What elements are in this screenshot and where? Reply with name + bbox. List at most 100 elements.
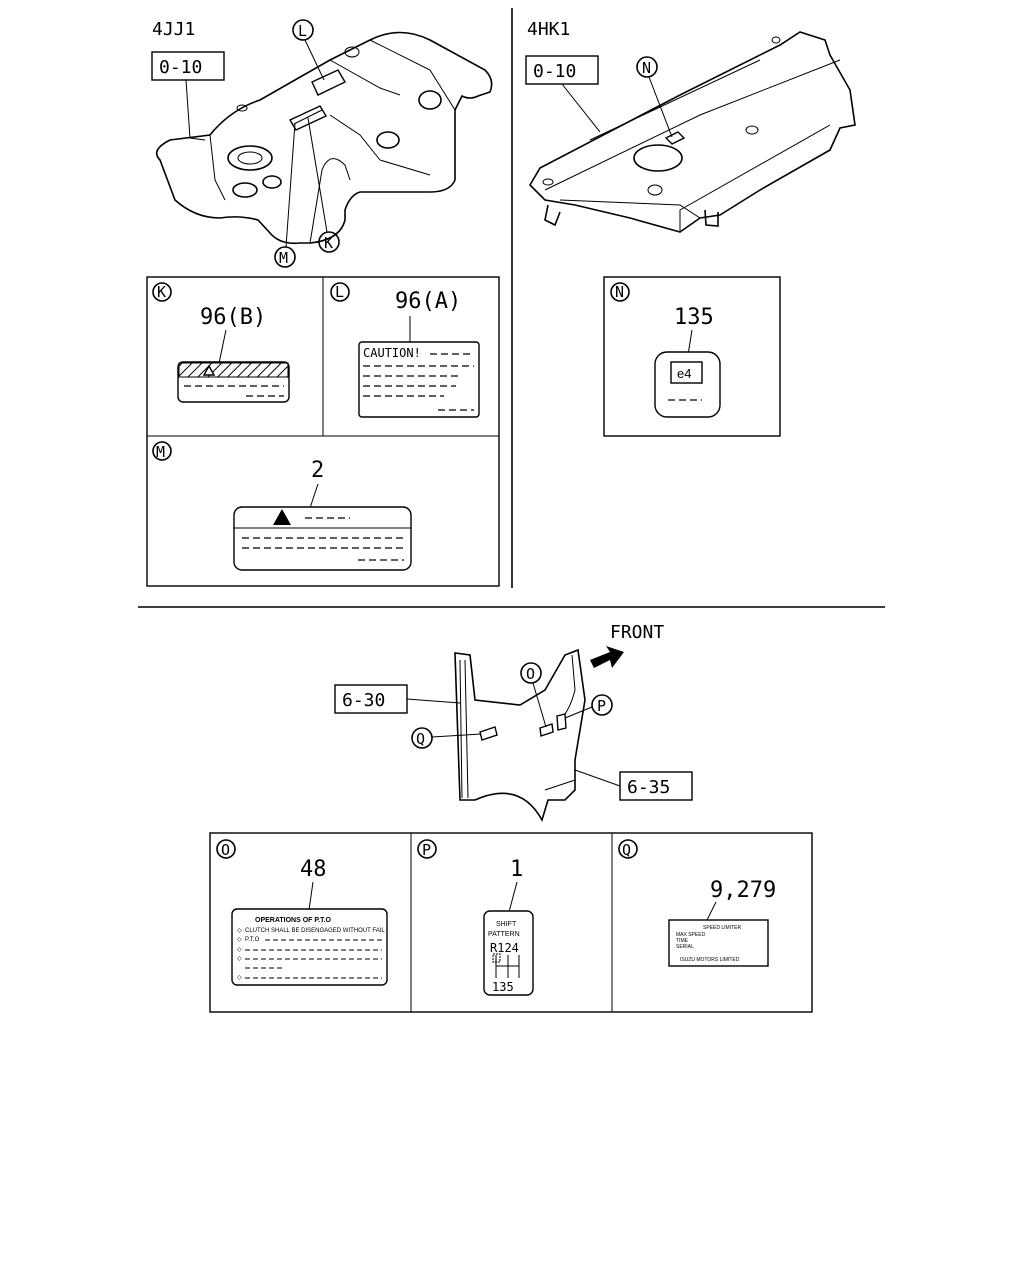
callout-P-lower-circle[interactable]	[591, 694, 613, 716]
label-L-on-cover[interactable]	[311, 69, 346, 96]
cell-L-part[interactable]: 96(A)	[395, 289, 461, 314]
label-M-on-cover	[293, 109, 323, 125]
cover-4hk1-hole-5	[771, 36, 781, 44]
callout-O-lower-circle[interactable]	[520, 662, 542, 684]
cell-N-circle	[610, 282, 630, 302]
cover-4hk1-ridge-1	[544, 59, 841, 191]
leader-6-30	[406, 698, 461, 704]
engine-4jj1-name: 4JJ1	[152, 19, 195, 40]
cell-M-circle	[152, 441, 172, 461]
cover-4hk1-foot-1	[544, 204, 561, 227]
callout-M-upper[interactable]: M	[279, 249, 288, 267]
cover-4hk1-hole-2	[647, 184, 663, 196]
callout-P-lower[interactable]: P	[597, 697, 606, 715]
cell-P-leader	[508, 881, 518, 913]
cell-P-part[interactable]: 1	[510, 857, 523, 882]
label-9279-l3: TIME	[676, 938, 689, 944]
cover-hole-7	[236, 104, 248, 112]
cell-N-part[interactable]: 135	[674, 305, 714, 330]
cell-K-part[interactable]: 96(B)	[200, 305, 266, 330]
callout-K-upper[interactable]: K	[324, 234, 333, 252]
label-48-sticker	[231, 908, 388, 986]
cover-hole-1-inner	[237, 151, 263, 165]
cover-4hk1-ridge-4	[589, 59, 761, 141]
label-48-line2: P.T.O	[245, 937, 260, 943]
cab-panel-outline	[454, 648, 586, 823]
label-table-klm: K 96(B) L 96(A) CAUTION! M 2	[146, 276, 500, 587]
cover-hole-5	[418, 90, 442, 110]
callout-N-upper[interactable]: N	[642, 59, 651, 77]
label-135-mark-box	[670, 361, 703, 384]
cell-O-part[interactable]: 48	[300, 857, 327, 882]
engine-4hk1-cover	[528, 31, 856, 233]
cell-Q-circle	[618, 839, 638, 859]
leader-N	[648, 76, 673, 138]
ref-6-35[interactable]: 6-35	[627, 777, 670, 798]
cab-panel-edge-1	[459, 659, 463, 799]
cover-ridge-2	[329, 59, 401, 96]
engine-4hk1-group: 4HK1 0-10 N	[525, 19, 856, 233]
front-label: FRONT	[610, 622, 664, 643]
warning-triangle-icon	[202, 364, 216, 376]
cell-M-part[interactable]: 2	[311, 458, 324, 483]
cell-L-letter: L	[335, 283, 344, 301]
cell-Q-letter: Q	[622, 841, 631, 859]
callout-Q-lower-circle[interactable]	[411, 727, 433, 749]
shift-pattern-icon	[495, 955, 520, 978]
label-9279-l4: SERIAL	[676, 944, 694, 950]
cell-O-letter: O	[221, 841, 230, 859]
label-9279-sticker	[668, 919, 769, 967]
table-opq-frame	[209, 832, 813, 1013]
label-table-opq: O 48 OPERATIONS OF P.T.O CLUTCH SHALL BE…	[209, 832, 813, 1013]
cell-O-circle	[216, 839, 236, 859]
cover-ridge-5	[329, 114, 431, 176]
ref-box-6-35[interactable]	[619, 771, 693, 801]
cab-panel-edge-2	[464, 659, 469, 799]
warning-triangle-filled-icon	[273, 509, 291, 525]
callout-L-upper[interactable]: L	[298, 22, 307, 40]
label-48-bullet-3: ◇	[237, 947, 242, 953]
label-1-bottom: 135	[492, 980, 514, 994]
label-96A-caution: CAUTION!	[363, 346, 421, 360]
label-1-title2: PATTERN	[488, 931, 520, 938]
cover-4hk1-hole-3	[745, 125, 759, 135]
label-9279-l1: SPEED LIMITER	[703, 925, 741, 931]
cover-hole-2	[232, 182, 258, 198]
label-48-bullet-2: ◇	[237, 937, 242, 943]
cover-hole-6	[344, 46, 360, 58]
cover-hole-1	[227, 145, 273, 171]
label-N-on-cover[interactable]	[664, 131, 686, 145]
callout-Q-lower[interactable]: Q	[416, 730, 425, 748]
ref-0-10-right[interactable]: 0-10	[533, 61, 576, 82]
cell-M-leader	[309, 483, 319, 509]
label-48-bullet-4: ◇	[237, 956, 242, 962]
callout-K-upper-circle[interactable]	[318, 231, 340, 253]
ref-0-10-left[interactable]: 0-10	[159, 57, 202, 78]
callout-L-upper-circle[interactable]	[292, 19, 314, 41]
label-1-top: R124	[490, 941, 519, 955]
cell-K-letter: K	[157, 283, 166, 301]
cover-4hk1-ridge-2	[559, 199, 701, 219]
cover-hole-4	[376, 131, 400, 149]
cell-Q-part[interactable]: 9,279	[710, 878, 776, 903]
label-O-on-panel[interactable]	[539, 723, 554, 737]
cell-O-leader	[308, 881, 314, 911]
engine-4jj1-cover	[155, 31, 493, 245]
engine-4hk1-name: 4HK1	[527, 19, 570, 40]
cell-N-letter: N	[615, 283, 624, 301]
callout-M-upper-circle[interactable]	[274, 246, 296, 268]
ref-box-6-30[interactable]	[334, 684, 408, 714]
callout-O-lower[interactable]: O	[526, 665, 535, 683]
label-Q-on-panel[interactable]	[479, 726, 498, 741]
label-48-bullet-1: ◇	[237, 928, 242, 934]
cover-ridge-4	[209, 134, 226, 201]
label-P-on-panel[interactable]	[556, 713, 567, 731]
label-1-title1: SHIFT	[496, 921, 517, 928]
cab-panel-edge-3	[559, 654, 576, 721]
label-96B-hatch-band	[178, 362, 289, 378]
label-9279-l5: ISUZU MOTORS LIMITED	[680, 957, 740, 963]
callout-N-upper-circle[interactable]	[636, 56, 658, 78]
ref-box-0-10-left[interactable]	[151, 51, 225, 81]
label-table-n: N 135 e4	[603, 276, 781, 437]
ref-6-30[interactable]: 6-30	[342, 690, 385, 711]
